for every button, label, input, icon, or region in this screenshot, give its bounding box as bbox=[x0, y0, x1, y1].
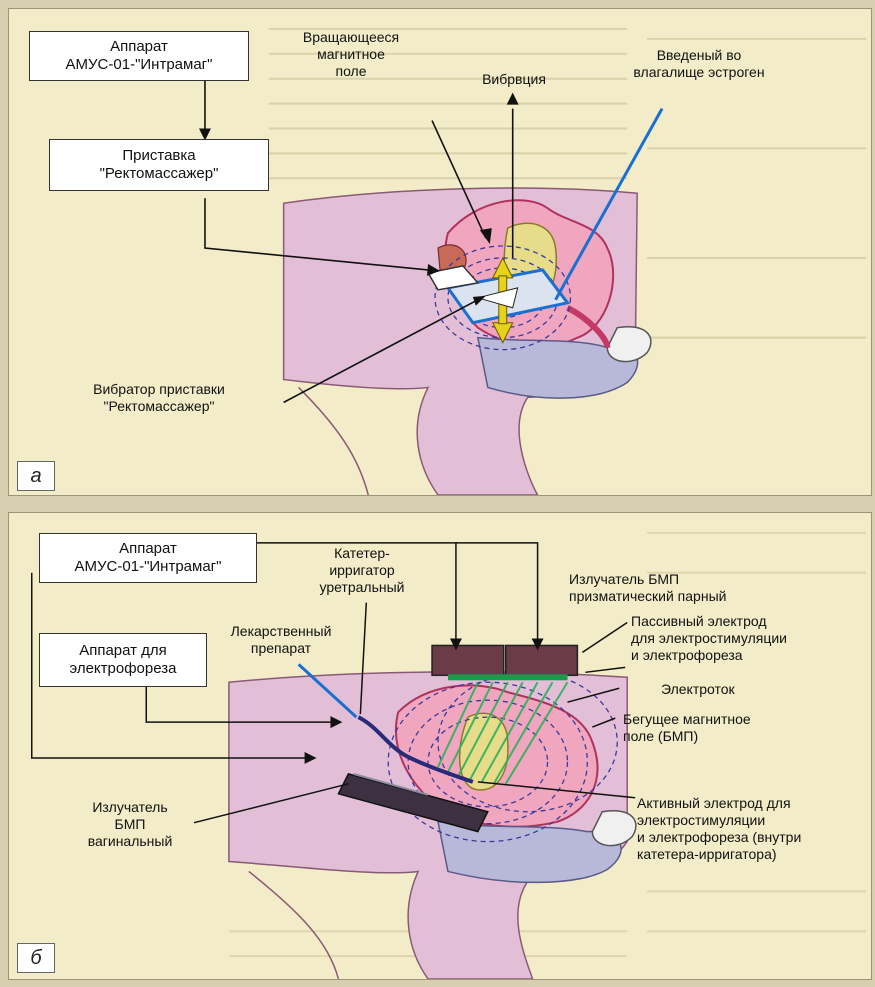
catheter-line-1: Катетер- bbox=[307, 545, 417, 562]
active-electrode-line-1: Активный электрод для bbox=[637, 795, 869, 812]
attachment-box: Приставка "Ректомассажер" bbox=[49, 139, 269, 191]
emitter-vaginal-line-3: вагинальный bbox=[65, 833, 195, 850]
panel-b-tag: б bbox=[17, 943, 55, 973]
active-electrode-line-2: электростимуляции bbox=[637, 812, 869, 829]
travelling-field-line-2: поле (БМП) bbox=[623, 728, 823, 745]
emitter-prism-line-2: призматический парный bbox=[569, 588, 789, 605]
apparatus-line-2: АМУС-01-"Интрамаг" bbox=[30, 56, 248, 74]
passive-electrode-line-1: Пассивный электрод bbox=[631, 613, 861, 630]
electrophoresis-box: Аппарат для электрофореза bbox=[39, 633, 207, 687]
apparatus-line-1: Аппарат bbox=[30, 38, 248, 56]
attachment-line-1: Приставка bbox=[50, 147, 268, 165]
emitter-vaginal-label: Излучатель БМП вагинальный bbox=[65, 799, 195, 850]
drug-line-2: препарат bbox=[211, 640, 351, 657]
apparatus-b-line-2: АМУС-01-"Интрамаг" bbox=[40, 558, 256, 576]
rotating-field-line-1: Вращающееся bbox=[281, 29, 421, 46]
attachment-line-2: "Ректомассажер" bbox=[50, 165, 268, 183]
anatomy-illustration-a bbox=[9, 9, 871, 495]
catheter-line-2: ирригатор bbox=[307, 562, 417, 579]
estrogen-line-2: влагалище эстроген bbox=[609, 64, 789, 81]
travelling-field-label: Бегущее магнитное поле (БМП) bbox=[623, 711, 823, 745]
rotating-field-label: Вращающееся магнитное поле bbox=[281, 29, 421, 80]
apparatus-box: Аппарат АМУС-01-"Интрамаг" bbox=[29, 31, 249, 81]
panel-a: Аппарат АМУС-01-"Интрамаг" Приставка "Ре… bbox=[8, 8, 872, 496]
apparatus-b-line-1: Аппарат bbox=[40, 540, 256, 558]
catheter-label: Катетер- ирригатор уретральный bbox=[307, 545, 417, 596]
travelling-field-line-1: Бегущее магнитное bbox=[623, 711, 823, 728]
active-electrode-line-3: и электрофореза (внутри bbox=[637, 829, 869, 846]
estrogen-line-1: Введеный во bbox=[609, 47, 789, 64]
rotating-field-line-2: магнитное bbox=[281, 46, 421, 63]
apparatus-box-b: Аппарат АМУС-01-"Интрамаг" bbox=[39, 533, 257, 583]
active-electrode-label: Активный электрод для электростимуляции … bbox=[637, 795, 869, 863]
emitter-vaginal-line-1: Излучатель bbox=[65, 799, 195, 816]
vibration-label: Вибрвция bbox=[464, 71, 564, 88]
emitter-prism-line-1: Излучатель БМП bbox=[569, 571, 789, 588]
passive-electrode-line-3: и электрофореза bbox=[631, 647, 861, 664]
current-label: Электроток bbox=[661, 681, 801, 698]
active-electrode-line-4: катетера-ирригатора) bbox=[637, 846, 869, 863]
estrogen-label: Введеный во влагалище эстроген bbox=[609, 47, 789, 81]
panel-a-tag: а bbox=[17, 461, 55, 491]
electrophoresis-line-2: электрофореза bbox=[40, 660, 206, 678]
drug-line-1: Лекарственный bbox=[211, 623, 351, 640]
vibrator-line-1: Вибратор приставки bbox=[49, 381, 269, 398]
panel-b: Аппарат АМУС-01-"Интрамаг" Аппарат для э… bbox=[8, 512, 872, 980]
emitter-vaginal-line-2: БМП bbox=[65, 816, 195, 833]
electrophoresis-line-1: Аппарат для bbox=[40, 642, 206, 660]
vibrator-line-2: "Ректомассажер" bbox=[49, 398, 269, 415]
rotating-field-line-3: поле bbox=[281, 63, 421, 80]
catheter-line-3: уретральный bbox=[307, 579, 417, 596]
emitter-prism-label: Излучатель БМП призматический парный bbox=[569, 571, 789, 605]
passive-electrode-line-2: для электростимуляции bbox=[631, 630, 861, 647]
vibrator-label: Вибратор приставки "Ректомассажер" bbox=[49, 381, 269, 415]
drug-label: Лекарственный препарат bbox=[211, 623, 351, 657]
passive-electrode-label: Пассивный электрод для электростимуляции… bbox=[631, 613, 861, 664]
